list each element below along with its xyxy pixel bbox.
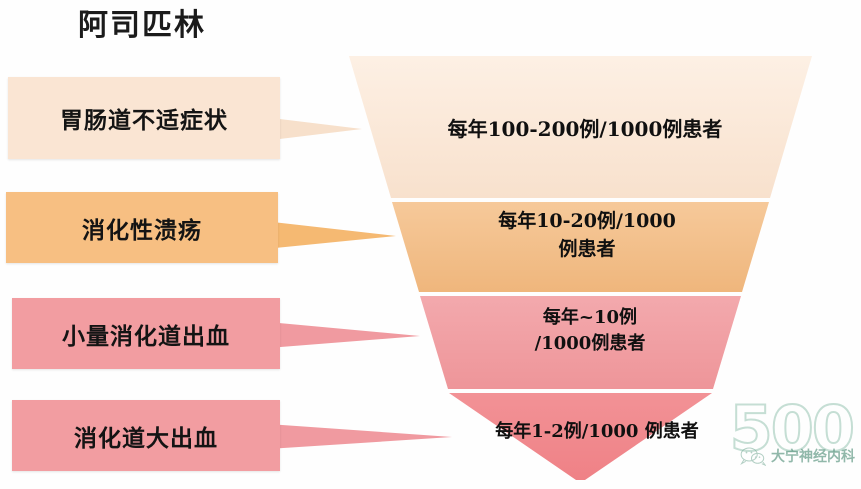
watermark-account: 大宁神经内科 <box>740 446 855 466</box>
funnel-tier-2-value: 每年10-20例/1000 例患者 <box>498 210 676 260</box>
funnel-tier-4 <box>449 393 712 480</box>
funnel-tier-1-value: 每年100-200例/1000例患者 <box>447 117 723 141</box>
callout-peptic-ulcer[interactable]: 消化性溃疡 <box>6 192 278 263</box>
watermark-number: 500 <box>729 391 856 466</box>
watermark-account-name: 大宁神经内科 <box>771 449 855 465</box>
funnel-tier-4-value: 每年1-2例/1000 例患者 <box>495 421 699 442</box>
callout-label-1: 胃肠道不适症状 <box>8 77 280 159</box>
callout-label-2: 消化性溃疡 <box>6 192 278 263</box>
funnel-tier-2 <box>392 202 769 292</box>
callout-tail-1 <box>255 116 362 142</box>
funnel-tier-1 <box>349 56 812 198</box>
callout-label-4: 消化道大出血 <box>12 400 280 471</box>
callout-label-3: 小量消化道出血 <box>12 298 280 369</box>
callout-tail-2 <box>255 220 396 250</box>
funnel-tier-3 <box>420 296 741 389</box>
page-title: 阿司匹林 <box>78 8 206 43</box>
callout-major-gi-bleeding[interactable]: 消化道大出血 <box>12 400 280 471</box>
funnel-tier-3-value: 每年~10例 /1000例患者 <box>534 307 646 355</box>
callout-tail-3 <box>268 322 420 348</box>
callout-gastrointestinal-discomfort[interactable]: 胃肠道不适症状 <box>8 77 280 159</box>
wechat-logo-icon <box>740 447 766 466</box>
callout-tail-4 <box>268 424 452 449</box>
callout-minor-gi-bleeding[interactable]: 小量消化道出血 <box>12 298 280 369</box>
